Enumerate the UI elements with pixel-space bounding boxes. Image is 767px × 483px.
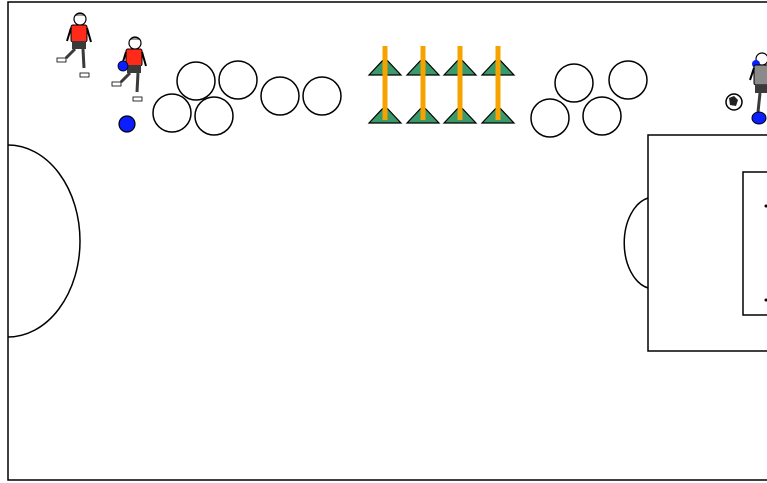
hoop — [261, 77, 299, 115]
hoop — [555, 64, 593, 102]
hoop — [303, 77, 341, 115]
hoop — [219, 61, 257, 99]
hoop — [153, 94, 191, 132]
hoop — [195, 97, 233, 135]
ball-icon — [726, 94, 742, 110]
pole — [421, 46, 426, 120]
pole — [496, 46, 501, 120]
hoop — [583, 97, 621, 135]
blue-marker-icon — [119, 116, 135, 132]
hoop — [609, 61, 647, 99]
pole — [383, 46, 388, 120]
pole — [458, 46, 463, 120]
hoop — [177, 62, 215, 100]
hoop — [531, 99, 569, 137]
